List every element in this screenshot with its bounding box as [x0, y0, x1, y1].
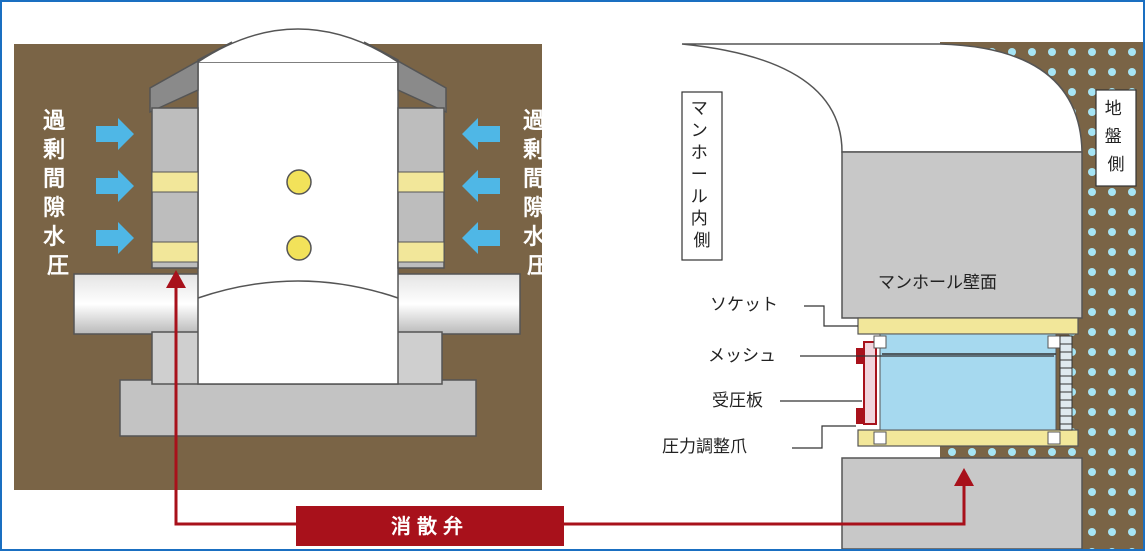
valve-dot-lower: [286, 235, 312, 261]
pipe-top-arc: [197, 280, 399, 299]
manhole-dome: [197, 28, 399, 63]
arrow-left-icon: [462, 222, 500, 254]
inside-label-box: [681, 91, 723, 261]
socket-top: [857, 317, 1079, 335]
valve-dot-upper: [286, 169, 312, 195]
valve-label: 消散弁: [391, 514, 469, 538]
mesh: [1059, 335, 1073, 431]
pressure-arrows-left: [96, 118, 134, 254]
arrow-right-icon: [96, 118, 134, 150]
inside-label: マ ン ホ ー ル 内 側: [691, 99, 713, 251]
left-collar-top: [149, 41, 233, 114]
right-section-diagram: マンホール壁面 マ ン ホ ー: [662, 42, 1143, 549]
socket-post-bl: [873, 431, 887, 445]
arrow-left-icon: [462, 170, 500, 202]
left-seal-2: [151, 241, 199, 263]
arrow-right-icon: [96, 222, 134, 254]
manhole-wall: [841, 151, 1083, 319]
ground-side-label-box: [1095, 89, 1137, 187]
pressure-arrows-right: [462, 118, 500, 254]
arrow-up-icon: [954, 468, 974, 486]
valve-connector: 消散弁: [166, 270, 974, 546]
callout-pressure-claw: 圧力調整爪: [662, 437, 747, 457]
callout-socket: ソケット: [710, 295, 778, 315]
socket-post-tl: [873, 335, 887, 349]
callout-socket-line: [804, 305, 858, 327]
callout-pressure-claw-line: [792, 425, 856, 449]
base-block: [119, 379, 477, 437]
valve-line-left: [174, 278, 298, 526]
socket-bottom: [857, 429, 1079, 447]
arrow-left-icon: [462, 118, 500, 150]
wall-label: マンホール壁面: [878, 273, 997, 293]
pressure-claw-lower: [856, 408, 864, 424]
right-collar-top: [363, 41, 447, 114]
right-seal-1: [397, 171, 445, 193]
arrow-up-icon: [166, 270, 186, 288]
valve-label-box: [296, 506, 564, 546]
pressure-label-left: 過 剰 間 隙 水 圧: [42, 108, 73, 279]
callout-mesh: メッシュ: [708, 346, 776, 366]
manhole-riser: [197, 61, 399, 385]
left-manhole-diagram: 過 剰 間 隙 水 圧 過 剰 間 隙 水 圧: [14, 28, 553, 490]
valve-line-right: [562, 484, 966, 526]
socket-post-br: [1047, 431, 1061, 445]
pressure-label-right: 過 剰 間 隙 水 圧: [522, 108, 553, 279]
socket-post-tr: [1047, 335, 1061, 349]
water-chamber: [879, 333, 1057, 431]
manhole-top-curve: [681, 43, 1083, 153]
callout-pressure-plate: 受圧板: [712, 391, 763, 411]
ground-side-label: 地 盤 側: [1105, 99, 1127, 175]
left-seal-1: [151, 171, 199, 193]
arrow-right-icon: [96, 170, 134, 202]
pressure-plate: [863, 341, 877, 425]
right-seal-2: [397, 241, 445, 263]
